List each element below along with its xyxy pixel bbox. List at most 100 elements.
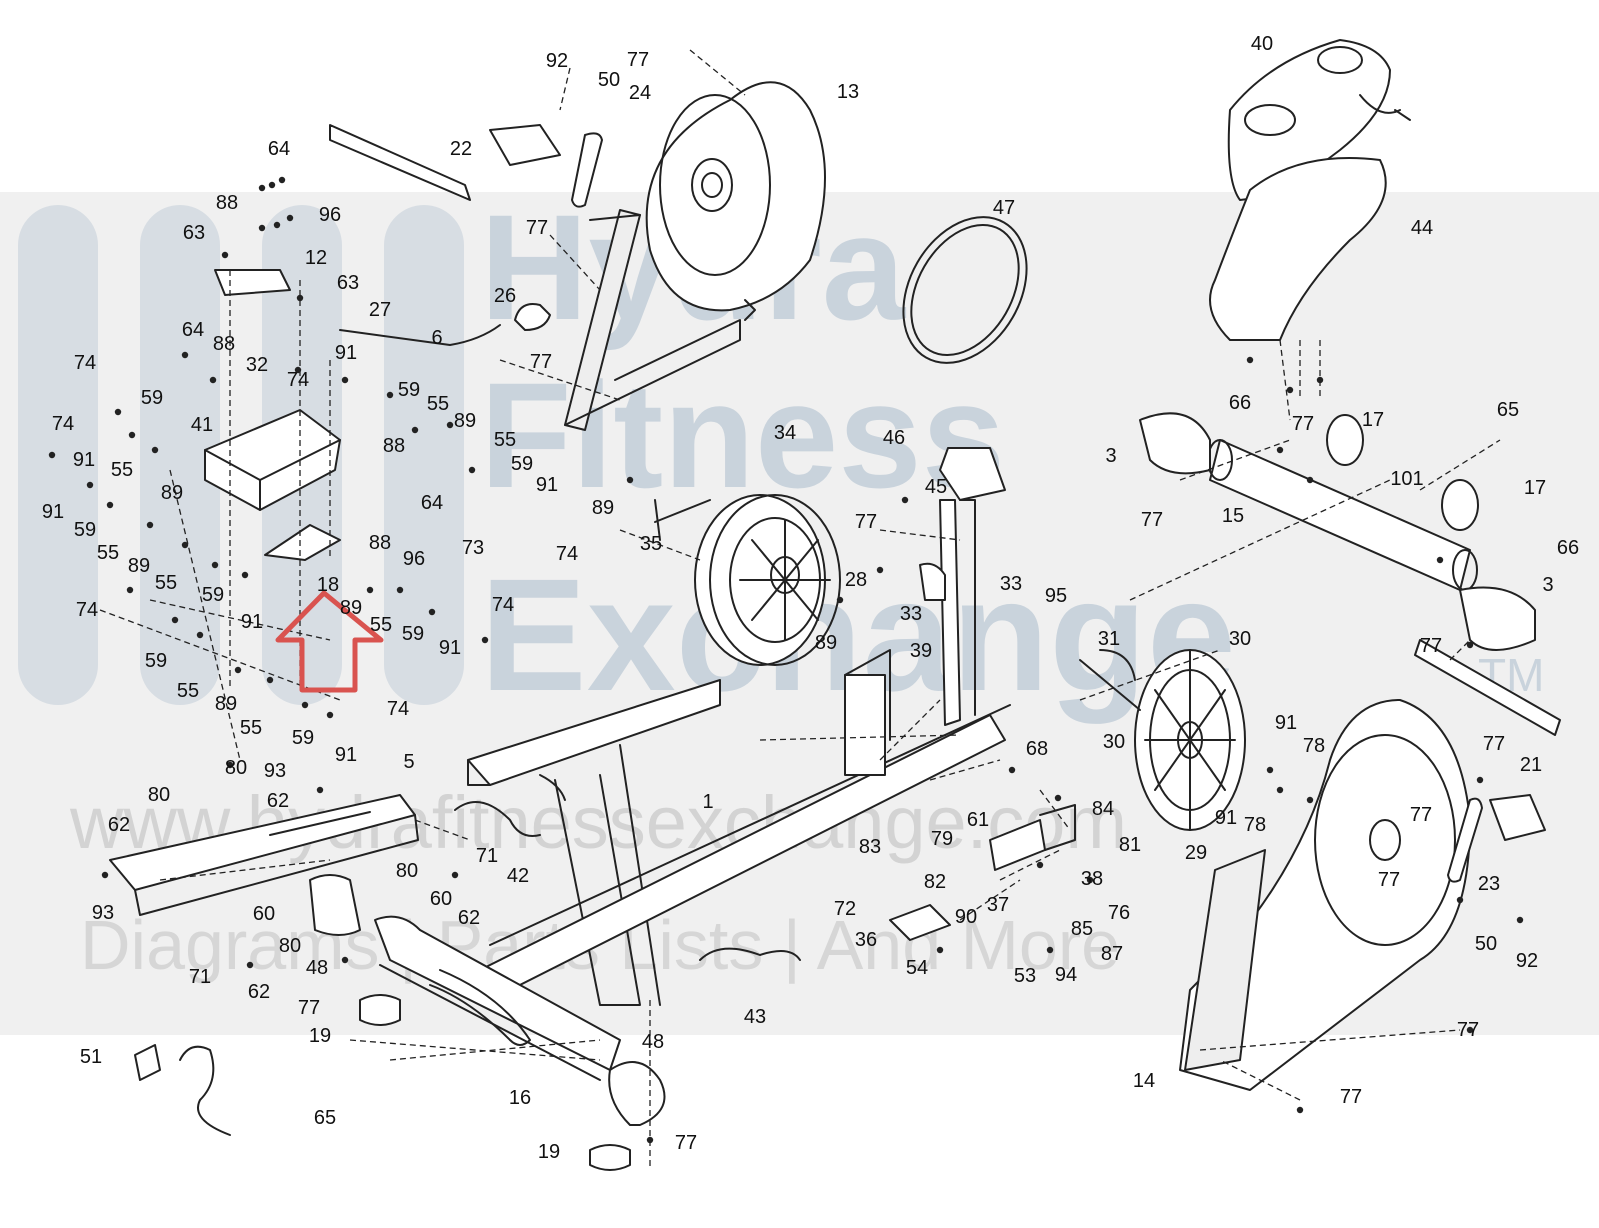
hardware-dot <box>1316 376 1324 384</box>
part-label-12: 12 <box>304 247 328 269</box>
part-label-77: 77 <box>1140 509 1164 531</box>
part-label-91: 91 <box>535 474 559 496</box>
hardware-dot <box>1516 916 1524 924</box>
part-label-62: 62 <box>247 981 271 1003</box>
part-label-71: 71 <box>188 966 212 988</box>
hardware-dot <box>341 956 349 964</box>
hardware-dot <box>468 466 476 474</box>
front-stabilizer <box>309 874 666 1171</box>
part-label-101: 101 <box>1390 468 1424 490</box>
main-frame <box>467 447 1011 1006</box>
flywheel <box>654 494 841 666</box>
part-label-43: 43 <box>743 1006 767 1028</box>
hardware-dot <box>1436 556 1444 564</box>
part-label-59: 59 <box>401 623 425 645</box>
part-label-23: 23 <box>1477 873 1501 895</box>
part-label-41: 41 <box>190 414 214 436</box>
part-label-84: 84 <box>1091 798 1115 820</box>
part-label-66: 66 <box>1556 537 1580 559</box>
part-label-89: 89 <box>214 693 238 715</box>
part-label-59: 59 <box>201 584 225 606</box>
hardware-dot <box>101 871 109 879</box>
part-label-89: 89 <box>339 597 363 619</box>
resistance-motor <box>889 804 1076 941</box>
hardware-dot <box>211 561 219 569</box>
part-label-65: 65 <box>1496 399 1520 421</box>
part-label-5: 5 <box>403 751 415 773</box>
part-label-34: 34 <box>773 422 797 444</box>
part-label-17: 17 <box>1523 477 1547 499</box>
hardware-dot <box>301 701 309 709</box>
part-label-26: 26 <box>493 285 517 307</box>
hardware-dot <box>1054 794 1062 802</box>
part-label-78: 78 <box>1243 814 1267 836</box>
part-label-59: 59 <box>397 379 421 401</box>
hardware-dot <box>386 391 394 399</box>
wire-harnesses <box>134 801 801 1136</box>
part-label-31: 31 <box>1097 628 1121 650</box>
part-label-92: 92 <box>545 50 569 72</box>
part-label-59: 59 <box>144 650 168 672</box>
hardware-dot <box>366 586 374 594</box>
pedals-and-arms <box>329 124 1561 883</box>
part-label-88: 88 <box>215 192 239 214</box>
part-label-51: 51 <box>79 1046 103 1068</box>
part-label-68: 68 <box>1025 738 1049 760</box>
part-label-13: 13 <box>836 81 860 103</box>
hardware-dot <box>1008 766 1016 774</box>
hardware-dot <box>209 376 217 384</box>
part-label-48: 48 <box>641 1031 665 1053</box>
part-label-62: 62 <box>457 907 481 929</box>
part-label-50: 50 <box>1474 933 1498 955</box>
part-label-77: 77 <box>674 1132 698 1154</box>
part-label-59: 59 <box>73 519 97 541</box>
part-label-14: 14 <box>1132 1070 1156 1092</box>
part-drawings <box>109 39 1561 1171</box>
part-label-60: 60 <box>429 888 453 910</box>
part-label-96: 96 <box>318 204 342 226</box>
part-label-35: 35 <box>639 533 663 555</box>
part-label-47: 47 <box>992 197 1016 219</box>
part-label-40: 40 <box>1250 33 1274 55</box>
hardware-dot <box>146 521 154 529</box>
part-label-85: 85 <box>1070 918 1094 940</box>
part-label-44: 44 <box>1410 217 1434 239</box>
part-label-62: 62 <box>107 814 131 836</box>
hardware-dot <box>196 631 204 639</box>
part-label-89: 89 <box>160 482 184 504</box>
part-label-74: 74 <box>555 543 579 565</box>
part-label-77: 77 <box>1377 869 1401 891</box>
part-label-91: 91 <box>41 501 65 523</box>
part-label-80: 80 <box>278 935 302 957</box>
part-label-39: 39 <box>909 640 933 662</box>
part-label-53: 53 <box>1013 965 1037 987</box>
hardware-dot <box>258 224 266 232</box>
part-label-93: 93 <box>263 760 287 782</box>
hardware-dot <box>1266 766 1274 774</box>
part-label-59: 59 <box>510 453 534 475</box>
hardware-dot <box>1046 946 1054 954</box>
part-label-94: 94 <box>1054 964 1078 986</box>
part-label-33: 33 <box>999 573 1023 595</box>
hardware-dot <box>258 184 266 192</box>
part-label-88: 88 <box>382 435 406 457</box>
part-label-77: 77 <box>1409 804 1433 826</box>
hardware-dot <box>876 566 884 574</box>
part-label-77: 77 <box>1482 733 1506 755</box>
console-assembly <box>1209 39 1411 341</box>
part-label-73: 73 <box>461 537 485 559</box>
hardware-dot <box>1276 446 1284 454</box>
hardware-dot <box>151 446 159 454</box>
hardware-dot <box>278 176 286 184</box>
hardware-dot <box>1476 776 1484 784</box>
part-label-27: 27 <box>368 299 392 321</box>
part-label-89: 89 <box>814 632 838 654</box>
left-shroud <box>564 81 826 431</box>
seat-carriage <box>204 269 551 561</box>
part-label-16: 16 <box>508 1087 532 1109</box>
hardware-dot <box>128 431 136 439</box>
hardware-dot <box>1286 386 1294 394</box>
part-label-74: 74 <box>386 698 410 720</box>
part-label-91: 91 <box>240 611 264 633</box>
